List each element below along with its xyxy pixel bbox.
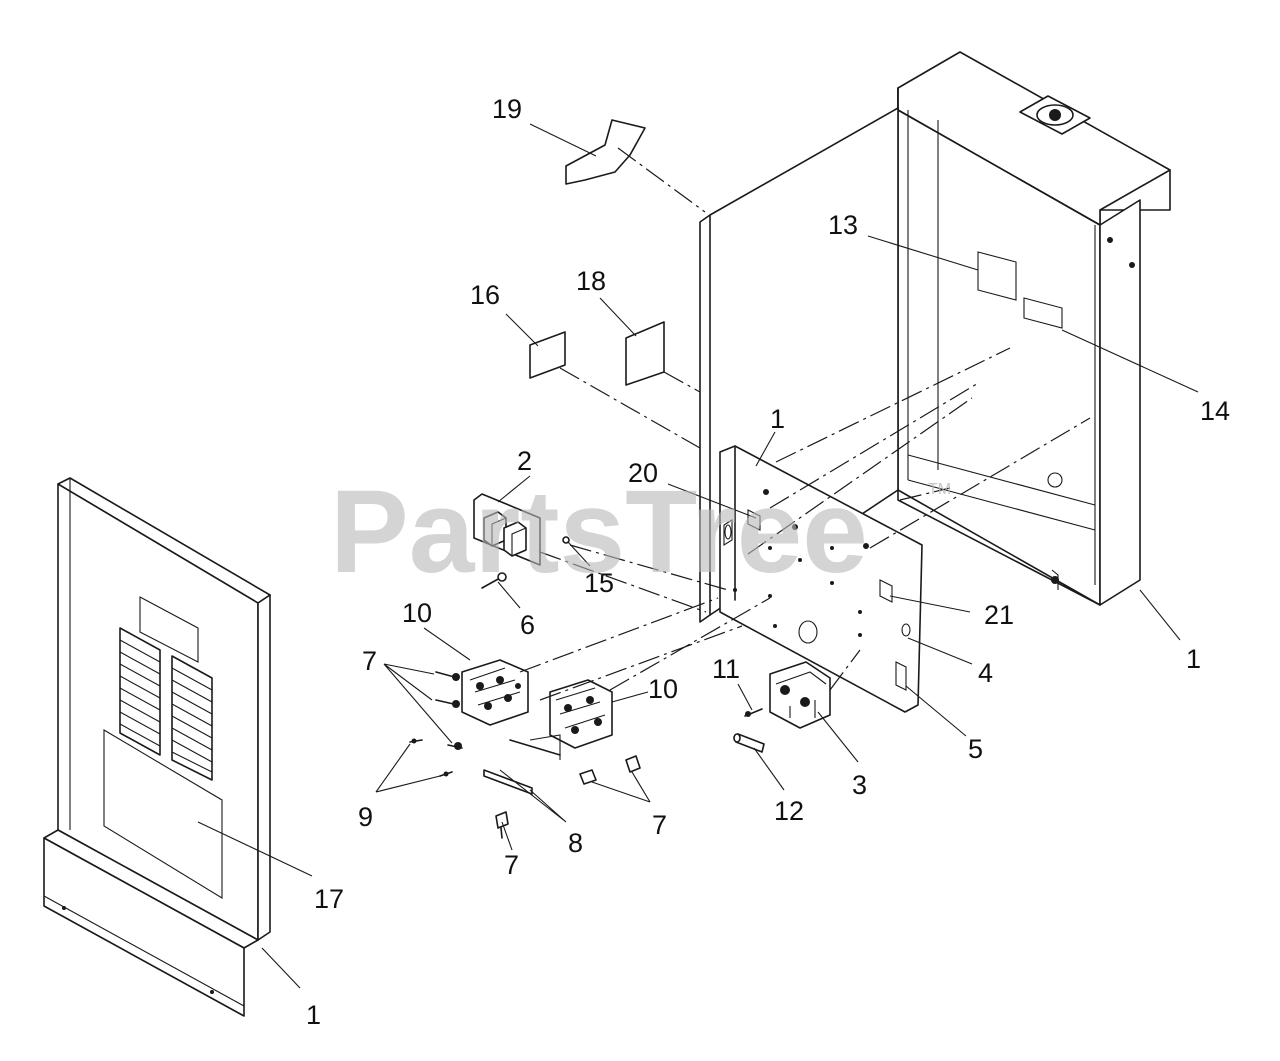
callout-1-door: 1 <box>306 1000 321 1030</box>
callout-21: 21 <box>984 600 1014 630</box>
callout-1-box: 1 <box>1186 644 1201 674</box>
leader-lines <box>197 123 1199 989</box>
callout-14: 14 <box>1200 396 1230 426</box>
circuit-board <box>473 493 541 566</box>
callout-17: 17 <box>314 884 344 914</box>
decal-16-icon <box>529 331 566 379</box>
callout-10-left: 10 <box>402 598 432 628</box>
callout-8: 8 <box>568 828 583 858</box>
pin-12-icon <box>733 733 765 753</box>
callout-2: 2 <box>517 446 532 476</box>
callout-6: 6 <box>520 610 535 640</box>
decal-19-icon <box>565 119 646 185</box>
screw-11-icon <box>744 708 763 717</box>
lid-hub-icon <box>1019 95 1091 135</box>
fastener-15-icon <box>562 536 570 544</box>
callout-4: 4 <box>978 658 993 688</box>
label-13-icon <box>977 251 1017 301</box>
callout-3: 3 <box>852 770 867 800</box>
mounting-plate <box>719 445 923 713</box>
relay-3 <box>769 661 831 729</box>
label-17-icon <box>103 729 223 899</box>
terminal-block-right <box>549 679 613 749</box>
screws-7-left-icon <box>435 671 463 750</box>
label-14-icon <box>1023 297 1063 329</box>
callout-13: 13 <box>828 210 858 240</box>
callout-16: 16 <box>470 280 500 310</box>
callout-18: 18 <box>576 266 606 296</box>
callout-9: 9 <box>358 802 373 832</box>
assembly-lines <box>519 147 1091 701</box>
callout-12: 12 <box>774 796 804 826</box>
callout-7-bottom: 7 <box>504 850 519 880</box>
callout-7-right: 7 <box>652 810 667 840</box>
front-door <box>43 477 271 1017</box>
callout-7-left: 7 <box>362 646 377 676</box>
callout-20: 20 <box>628 458 658 488</box>
callout-10-right: 10 <box>648 674 678 704</box>
terminal-block-left <box>461 659 529 726</box>
watermark-trademark: TM <box>928 481 951 498</box>
screw-6-icon <box>481 572 507 589</box>
screws-9-icon <box>409 738 453 777</box>
callout-19: 19 <box>492 94 522 124</box>
callout-11: 11 <box>712 654 740 684</box>
jumper-8-icon <box>483 734 561 795</box>
watermark: PartsTree <box>330 466 868 598</box>
callout-1-panel: 1 <box>770 404 785 434</box>
enclosure-box <box>897 51 1171 606</box>
screws-7-right-icon <box>579 755 641 785</box>
breaker-grid-icon <box>119 627 213 781</box>
callout-15: 15 <box>584 568 614 598</box>
callout-5: 5 <box>968 734 983 764</box>
screw-7-bottom-icon <box>495 811 509 839</box>
